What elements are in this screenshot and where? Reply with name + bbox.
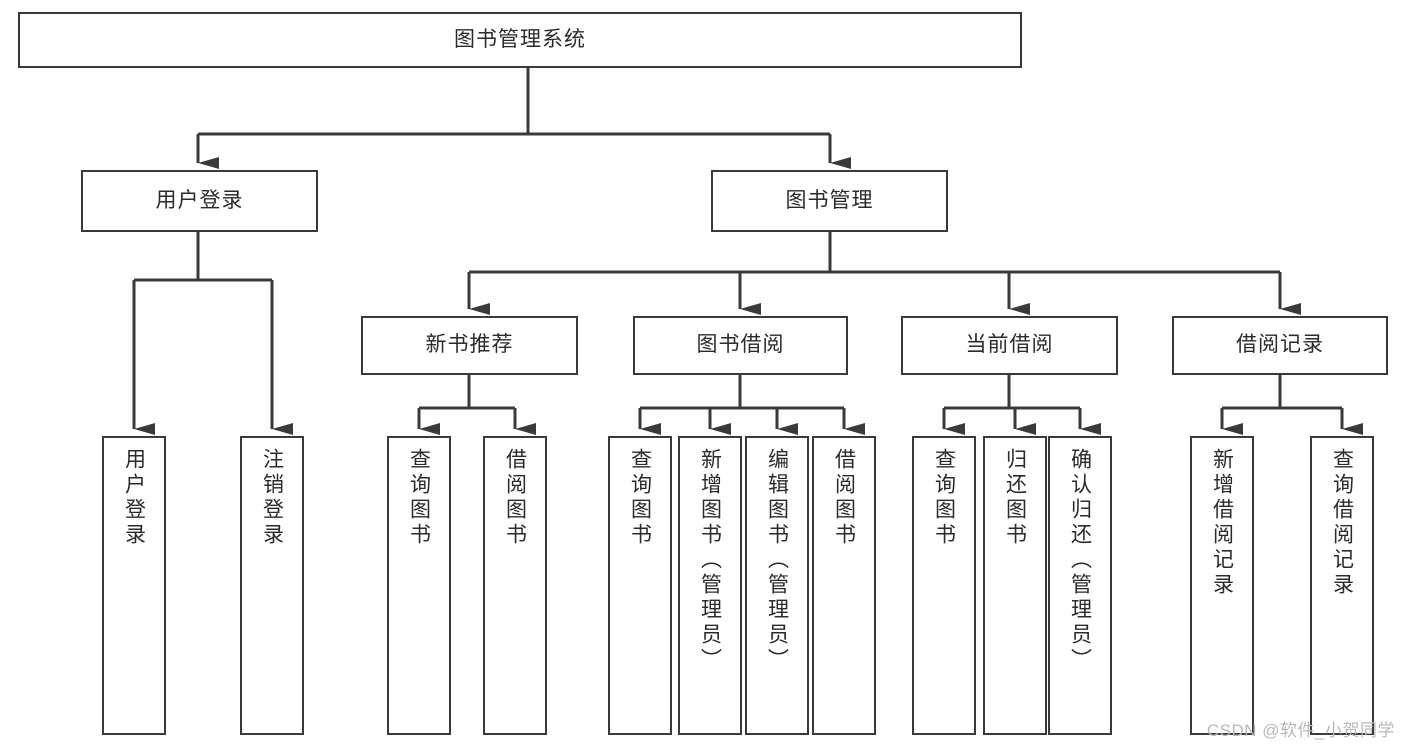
node-leaf-logout-label: 注销登录: [260, 448, 284, 548]
node-leaf-logout[interactable]: 注销登录: [240, 436, 304, 735]
node-leaf-query-book-rec-label: 查询图书: [407, 448, 431, 548]
node-leaf-return-book-label: 归还图书: [1003, 448, 1027, 548]
node-borrow-record-label: 借阅记录: [1236, 333, 1324, 357]
node-leaf-query-record-label: 查询借阅记录: [1330, 448, 1354, 598]
node-leaf-confirm-return-label: 确认归还（管理员）: [1068, 448, 1092, 673]
node-leaf-query-book-cur-label: 查询图书: [932, 448, 956, 548]
node-leaf-add-record-label: 新增借阅记录: [1210, 448, 1234, 598]
csdn-watermark: CSDN @软件_小贺同学: [1206, 721, 1395, 740]
node-new-book-rec-label: 新书推荐: [425, 333, 514, 357]
node-book-borrow-label: 图书借阅: [696, 333, 785, 357]
node-leaf-borrow-book-rec-label: 借阅图书: [503, 448, 527, 548]
node-new-book-rec[interactable]: 新书推荐: [361, 316, 578, 375]
node-leaf-confirm-return[interactable]: 确认归还（管理员）: [1048, 436, 1112, 735]
node-current-borrow-label: 当前借阅: [965, 333, 1054, 357]
node-leaf-user-login-label: 用户登录: [122, 448, 146, 548]
node-user-login[interactable]: 用户登录: [81, 170, 318, 232]
node-leaf-query-book-borrow-label: 查询图书: [628, 448, 652, 548]
node-current-borrow[interactable]: 当前借阅: [901, 316, 1118, 375]
node-borrow-record[interactable]: 借阅记录: [1172, 316, 1388, 375]
node-leaf-borrow-book-rec[interactable]: 借阅图书: [483, 436, 547, 735]
node-leaf-add-record[interactable]: 新增借阅记录: [1190, 436, 1254, 735]
node-leaf-borrow-book[interactable]: 借阅图书: [812, 436, 876, 735]
node-root-label: 图书管理系统: [454, 27, 586, 51]
node-book-borrow[interactable]: 图书借阅: [633, 316, 848, 375]
node-leaf-add-book-label: 新增图书（管理员）: [698, 448, 722, 673]
node-leaf-borrow-book-label: 借阅图书: [832, 448, 856, 548]
node-user-login-label: 用户登录: [155, 188, 244, 212]
node-book-manage-label: 图书管理: [785, 188, 874, 212]
node-leaf-query-record[interactable]: 查询借阅记录: [1310, 436, 1374, 735]
node-leaf-query-book-cur[interactable]: 查询图书: [912, 436, 976, 735]
node-leaf-add-book[interactable]: 新增图书（管理员）: [678, 436, 742, 735]
node-leaf-user-login[interactable]: 用户登录: [102, 436, 166, 735]
node-book-manage[interactable]: 图书管理: [711, 170, 948, 232]
node-leaf-query-book-rec[interactable]: 查询图书: [387, 436, 451, 735]
node-leaf-return-book[interactable]: 归还图书: [983, 436, 1047, 735]
node-leaf-edit-book[interactable]: 编辑图书（管理员）: [745, 436, 809, 735]
node-leaf-edit-book-label: 编辑图书（管理员）: [765, 448, 789, 673]
node-leaf-query-book-borrow[interactable]: 查询图书: [608, 436, 672, 735]
node-root[interactable]: 图书管理系统: [18, 12, 1022, 68]
